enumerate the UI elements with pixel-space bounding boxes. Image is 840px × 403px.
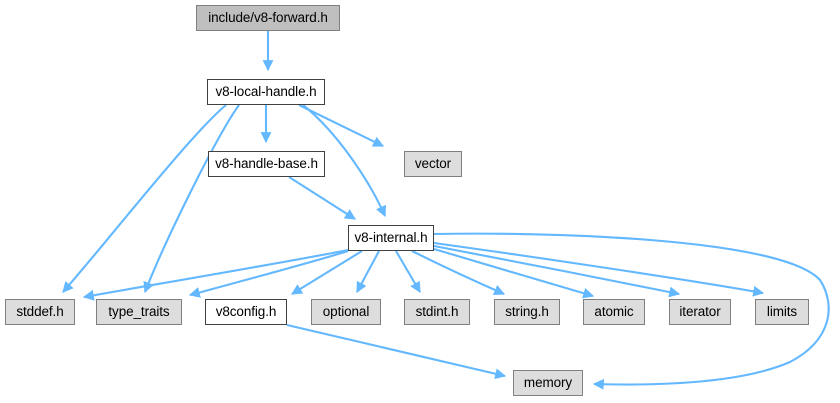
node-stddef-h[interactable]: stddef.h [5, 299, 75, 325]
node-type-traits[interactable]: type_traits [96, 299, 182, 325]
node-label: vector [414, 156, 452, 172]
node-limits[interactable]: limits [755, 299, 809, 325]
edge-v8-internal-to-memory [433, 232, 830, 390]
edge-v8-internal-to-optional [356, 250, 380, 293]
node-v8-local-handle-h[interactable]: v8-local-handle.h [207, 79, 325, 105]
edge-v8-local-handle-to-type_traits [143, 104, 240, 294]
node-stdint-h[interactable]: stdint.h [404, 299, 470, 325]
edge-v8-internal-to-type_traits [188, 249, 349, 298]
node-label: stddef.h [16, 304, 64, 320]
node-include-v8-forward-h[interactable]: include/v8-forward.h [196, 5, 340, 31]
node-label: atomic [594, 304, 634, 320]
node-label: v8-handle-base.h [215, 156, 318, 172]
edge-v8-internal-to-stdint [395, 250, 421, 293]
node-memory[interactable]: memory [513, 370, 583, 396]
node-label: limits [766, 304, 798, 320]
node-v8-handle-base-h[interactable]: v8-handle-base.h [208, 151, 325, 177]
node-label: stdint.h [415, 304, 459, 320]
node-v8config-h[interactable]: v8config.h [205, 299, 287, 325]
edge-v8config-to-memory [286, 323, 507, 380]
node-v8-internal-h[interactable]: v8-internal.h [348, 225, 434, 251]
node-label: iterator [679, 304, 721, 320]
node-label: include/v8-forward.h [208, 10, 328, 26]
edge-v8-internal-to-atomic [433, 247, 595, 299]
edge-v8-local-handle-to-stddef [62, 104, 227, 293]
node-label: memory [523, 375, 573, 391]
edge-v8-internal-to-v8config [291, 250, 363, 295]
edge-v8-internal-to-limits [433, 241, 765, 297]
edge-v8-internal-to-string [411, 250, 505, 296]
edge-v8-local-handle-to-v8-internal [302, 104, 387, 217]
node-label: v8-internal.h [354, 230, 428, 246]
node-label: optional [322, 304, 370, 320]
node-vector[interactable]: vector [404, 151, 462, 177]
node-label: string.h [505, 304, 549, 320]
node-optional[interactable]: optional [311, 299, 381, 325]
node-atomic[interactable]: atomic [583, 299, 645, 325]
node-label: type_traits [108, 304, 170, 320]
node-label: v8-local-handle.h [215, 84, 317, 100]
edge-v8-handle-base-to-v8-internal [288, 176, 356, 220]
edge-v8-internal-to-stddef [82, 248, 349, 301]
node-string-h[interactable]: string.h [494, 299, 560, 325]
edge-v8-local-handle-to-vector [298, 104, 384, 147]
node-label: v8config.h [215, 304, 277, 320]
edge-v8-internal-to-iterator [433, 244, 681, 298]
node-iterator[interactable]: iterator [669, 299, 731, 325]
